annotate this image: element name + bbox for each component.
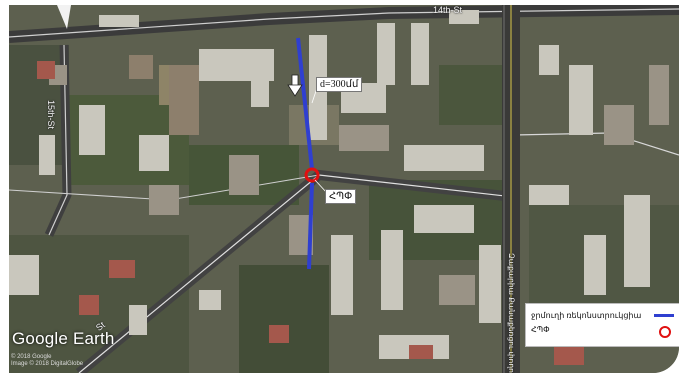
street-label-vertical: Զաքարիա Քանաքեռցու փողոց	[507, 253, 516, 373]
north-arrow-icon	[287, 74, 303, 97]
legend-station-label: ՀՊՓ	[531, 325, 550, 334]
satellite-map[interactable]: 14th-St 15th-St St Զաքարիա Քանաքեռցու փո…	[9, 5, 679, 373]
copyright-line-2: Image © 2018 DigitalGlobe	[11, 361, 84, 367]
station-marker	[304, 167, 320, 183]
station-ring-symbol	[659, 326, 671, 338]
pipe-route-lower	[307, 182, 314, 270]
google-earth-logo: Google Earth	[12, 329, 115, 348]
station-label: ՀՊՓ	[325, 189, 357, 204]
pipe-diameter-label: d=300մմ	[316, 77, 363, 92]
street-label-north: 14th-St	[433, 5, 463, 15]
pipe-line-symbol	[654, 314, 674, 317]
street-label-west: 15th-St	[46, 100, 56, 130]
satellite-imagery	[9, 5, 679, 373]
copyright-text: © 2018 Google Image © 2018 DigitalGlobe	[11, 354, 83, 368]
pipe-route-upper	[296, 37, 314, 170]
legend-line-label: ջրմուղի ռեկոնստրուկցիա	[531, 311, 642, 320]
map-legend: ջրմուղի ռեկոնստրուկցիա ՀՊՓ	[525, 303, 679, 347]
copyright-line-1: © 2018 Google	[11, 354, 52, 360]
